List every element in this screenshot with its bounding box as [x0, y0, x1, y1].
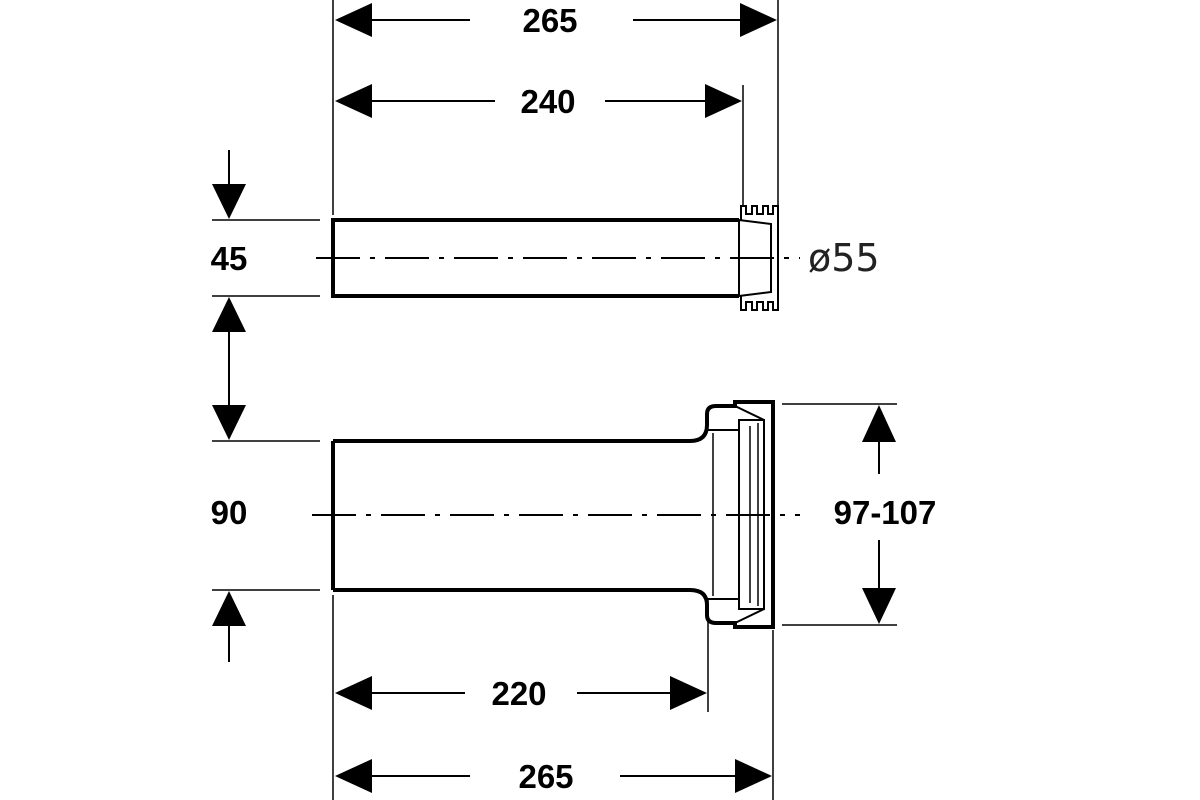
vertical-extension-lines [332, 0, 779, 800]
dim-label-220: 220 [491, 675, 546, 712]
dim-label-top-265: 265 [522, 2, 577, 39]
dimension-265-top: 265 [335, 2, 777, 39]
horizontal-extension-lines [212, 219, 897, 626]
dim-label-bottom-265: 265 [518, 758, 573, 795]
dim-label-240: 240 [520, 83, 575, 120]
dim-label-90: 90 [211, 494, 248, 531]
dimension-240: 240 [335, 83, 742, 120]
dimension-265-bottom: 265 [335, 758, 772, 795]
dim-label-diameter-55: ø55 [808, 236, 880, 280]
dimension-220: 220 [335, 675, 707, 712]
dimension-45: 45 [211, 150, 248, 370]
dimension-97-107: 97-107 [834, 405, 937, 624]
dim-label-97-107: 97-107 [834, 494, 937, 531]
dimension-90: 90 [211, 370, 248, 662]
dim-label-45: 45 [211, 240, 248, 277]
